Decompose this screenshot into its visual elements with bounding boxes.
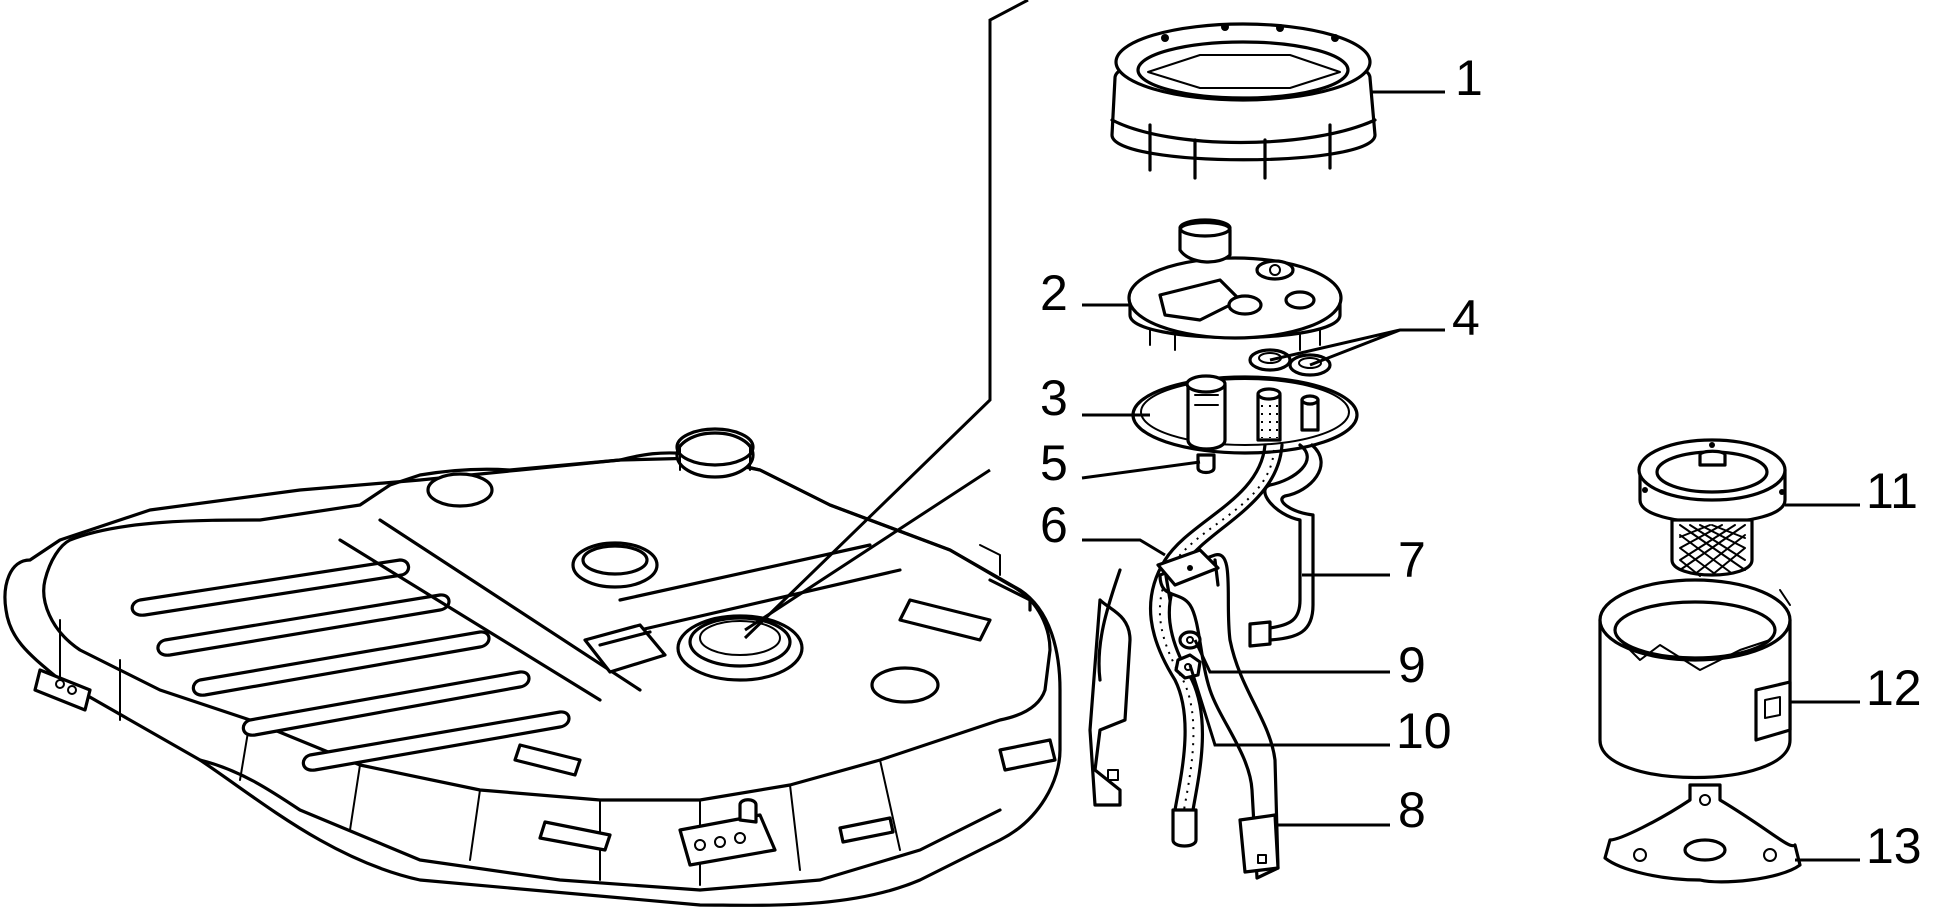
leader-lines — [1081, 90, 1860, 862]
part-1-ring-nut — [1110, 22, 1377, 180]
callout-8: 8 — [1398, 782, 1426, 838]
callout-5: 5 — [1040, 435, 1068, 491]
part-8-bracket — [1088, 548, 1280, 880]
part-2-pump-flange — [1127, 218, 1343, 351]
part-3-seal-ring — [1131, 375, 1359, 455]
part-5-nipple — [1196, 453, 1216, 475]
callout-13: 13 — [1866, 818, 1922, 874]
callout-4: 4 — [1452, 290, 1480, 346]
part-6-hose — [1148, 443, 1284, 848]
callout-2: 2 — [1040, 265, 1068, 321]
callout-10: 10 — [1396, 703, 1452, 759]
callout-3: 3 — [1040, 370, 1068, 426]
callout-1: 1 — [1455, 50, 1483, 106]
part-9-nut — [1178, 630, 1202, 650]
callout-9: 9 — [1398, 637, 1426, 693]
part-11-filter-pump — [1637, 438, 1787, 577]
callout-12: 12 — [1866, 660, 1922, 716]
part-12-reservoir-cup — [1598, 578, 1792, 780]
callout-6: 6 — [1040, 497, 1068, 553]
callout-7: 7 — [1398, 532, 1426, 588]
callout-11: 11 — [1866, 463, 1918, 519]
pump-core — [1185, 374, 1320, 451]
part-7-return-pipe — [1248, 443, 1323, 648]
callout-labels: 1 2 3 4 5 6 7 8 9 10 11 12 13 — [1040, 50, 1922, 874]
tank-opening-leader — [743, 0, 1029, 640]
fuel-tank — [3, 427, 1062, 907]
part-10-washer — [1174, 653, 1202, 680]
tank-to-pump-leader — [744, 468, 991, 632]
part-13-base-plate — [1603, 783, 1802, 884]
